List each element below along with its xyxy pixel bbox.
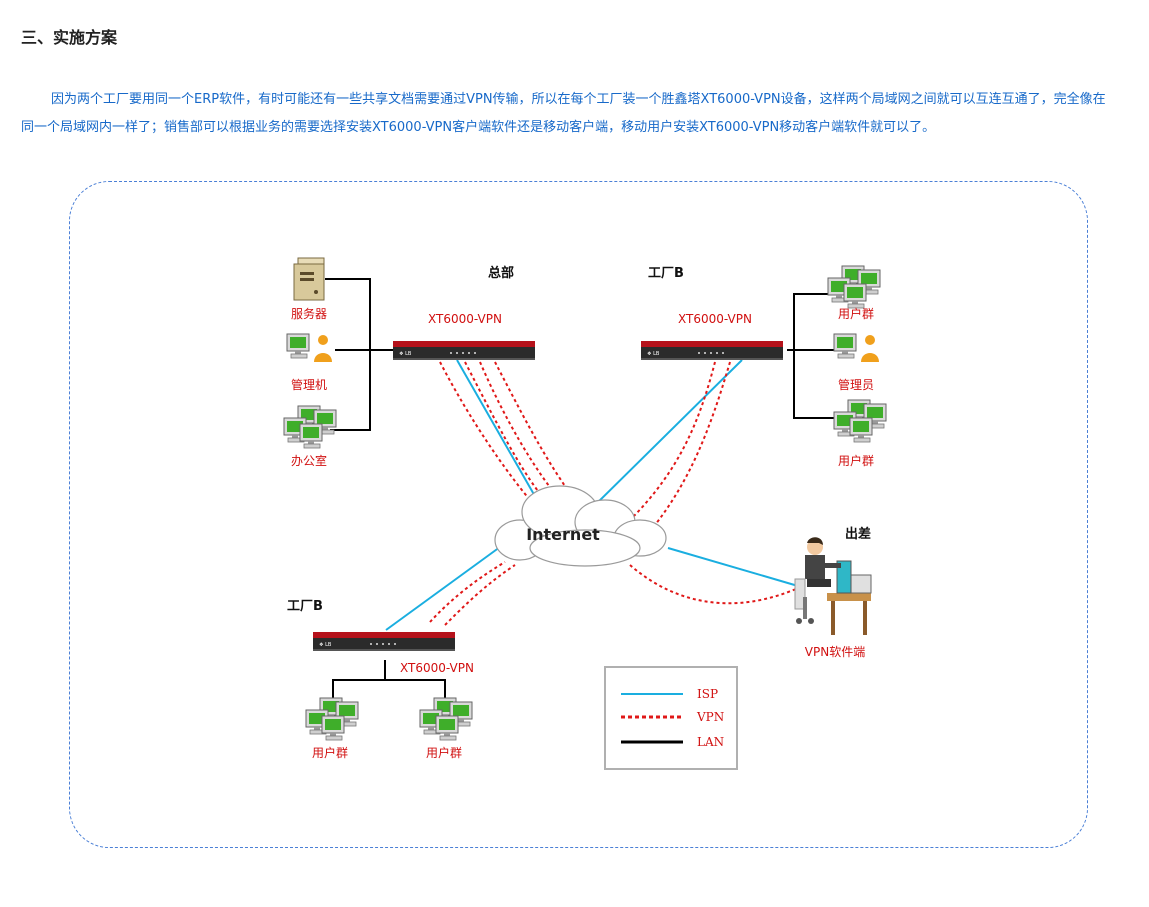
factory-b-bottom-title: 工厂B <box>287 599 323 614</box>
admin-user-icon <box>833 333 879 362</box>
isp-links <box>385 359 799 631</box>
lan-links <box>325 278 836 700</box>
hq-device-label: XT6000-VPN <box>428 312 502 326</box>
travel-site: 出差 VPN软件端 <box>794 526 872 659</box>
admin-pc-icon <box>286 333 332 362</box>
intro-paragraph: 因为两个工厂要用同一个ERP软件，有时可能还有一些共享文档需要通过VPN传输，所… <box>21 92 1106 135</box>
factory-b-bottom-device-label: XT6000-VPN <box>400 661 474 675</box>
server-label: 服务器 <box>291 306 327 321</box>
legend-vpn-label: VPN <box>696 710 724 724</box>
vpn-client-label: VPN软件端 <box>805 645 865 659</box>
factory-b-bottom-users1-label: 用户群 <box>312 745 348 760</box>
hq-title: 总部 <box>488 265 514 281</box>
factory-b-top-admin-label: 管理员 <box>838 377 874 392</box>
legend-lan-label: LAN <box>697 735 724 749</box>
hq-router-icon <box>393 341 535 360</box>
factory-b-top-device-label: XT6000-VPN <box>678 312 752 326</box>
users-group-icon <box>828 266 880 308</box>
users-group-icon <box>306 698 358 740</box>
users-group-icon <box>834 400 886 442</box>
section-heading: 三、实施方案 <box>21 28 118 47</box>
internet-cloud: Internet <box>494 485 667 567</box>
factory-b-top-users1-label: 用户群 <box>838 306 874 321</box>
admin-pc-label: 管理机 <box>291 377 327 392</box>
factory-b-top-site: 工厂B XT6000-VPN 用户群 管理员 用户群 <box>641 266 886 468</box>
office-label: 办公室 <box>291 453 327 468</box>
legend-isp-label: ISP <box>697 687 718 701</box>
factory-b-top-title: 工厂B <box>648 266 684 281</box>
factory-b-top-users2-label: 用户群 <box>838 453 874 468</box>
legend: ISP VPN LAN <box>604 666 738 770</box>
hq-site: 总部 XT6000-VPN 服务器 管理机 办公室 <box>284 257 535 468</box>
vpn-tunnels <box>429 361 806 626</box>
office-pc-group-icon <box>284 406 336 448</box>
factory-b-bottom-users2-label: 用户群 <box>426 745 462 760</box>
travel-title: 出差 <box>845 526 871 542</box>
server-icon <box>293 257 325 301</box>
internet-label: Internet <box>526 525 600 544</box>
factory-b-bottom-router-icon <box>313 632 455 651</box>
diagram-frame <box>69 181 1088 848</box>
mobile-user-at-desk-icon <box>794 537 872 635</box>
factory-b-bottom-site: 工厂B XT6000-VPN 用户群 用户群 <box>287 599 474 760</box>
users-group-icon <box>420 698 472 740</box>
factory-b-top-router-icon <box>641 341 783 360</box>
